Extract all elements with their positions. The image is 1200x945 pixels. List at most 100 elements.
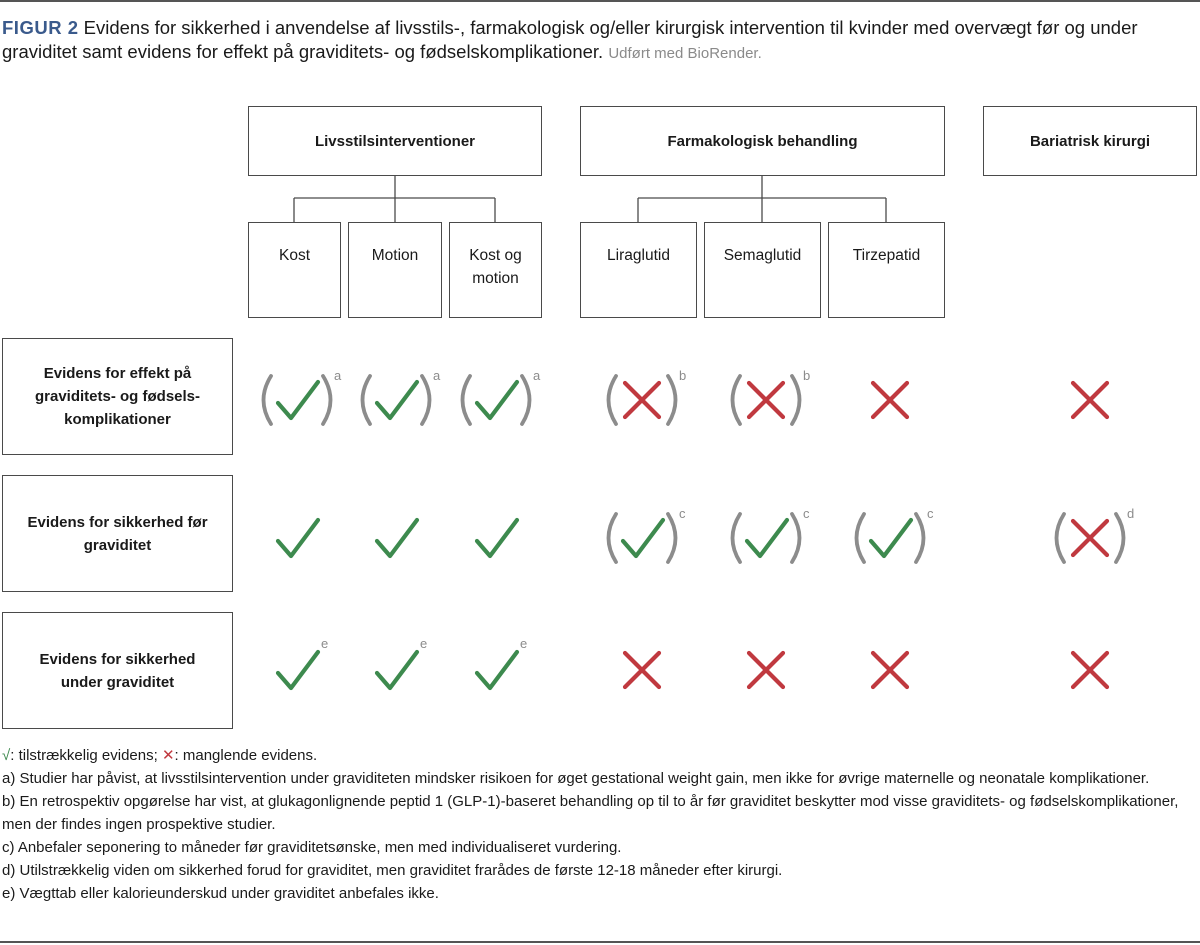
check-icon [474,517,520,559]
connector-lines [293,176,887,222]
row-label-safety-before-text: Evidens for sikkerhed før graviditet [27,513,208,554]
evidence-cell: a [360,368,441,426]
check-icon [474,649,520,691]
evidence-cell [746,650,786,690]
evidence-cell: e [275,636,328,691]
legend-and-footnotes: √: tilstrækkelig evidens; ✕: manglende e… [2,744,1197,905]
caption-credit: Udført med BioRender. [608,45,762,62]
legend-check-icon: √ [2,747,11,764]
paren-left-icon [261,374,273,426]
subcategory-box-semaglutid: Semaglutid [704,222,821,318]
footnote-marker: c [803,506,810,521]
row-label-safety-before: Evidens for sikkerhed før graviditet [2,475,233,592]
row-label-effect: Evidens for effekt på graviditets- og fø… [2,338,233,455]
cross-icon [622,650,662,690]
footnote-e: e) Vægttab eller kalorieunderskud under … [2,885,439,902]
evidence-marks: a a a b b c c c d e e e [261,368,1134,691]
subcategory-box-kost-og-motion: Kost og motion [449,222,542,318]
paren-left-icon [606,374,618,426]
evidence-cell: e [374,636,427,691]
paren-left-icon [730,374,742,426]
footnote-b: b) En retrospektiv opgørelse har vist, a… [2,793,1179,833]
legend-cross-text: : manglende evidens. [174,747,318,764]
paren-right-icon [520,374,532,426]
subcategory-box-liraglutid: Liraglutid [580,222,697,318]
evidence-cell: b [606,368,686,426]
paren-right-icon [790,374,802,426]
evidence-cell [474,517,520,559]
footnote-d: d) Utilstrækkelig viden om sikkerhed for… [2,862,783,879]
legend-check-text: : tilstrækkelig evidens; [10,747,158,764]
footnote-marker: a [334,368,342,383]
cross-icon [622,380,662,420]
paren-left-icon [1054,512,1066,564]
cross-icon [746,380,786,420]
subcategory-box-motion: Motion [348,222,442,318]
top-rule [0,0,1200,2]
evidence-cell [870,650,910,690]
check-icon [474,379,520,421]
paren-right-icon [666,512,678,564]
footnote-marker: a [433,368,441,383]
evidence-cell: c [606,506,686,564]
footnote-marker: e [321,636,328,651]
check-icon [374,517,420,559]
cross-icon [870,380,910,420]
bottom-rule [0,941,1200,943]
paren-left-icon [360,374,372,426]
evidence-cell: a [460,368,541,426]
check-icon [868,517,914,559]
evidence-cell: d [1054,506,1134,564]
evidence-cell [1070,380,1110,420]
footnote-marker: d [1127,506,1134,521]
footnote-marker: e [520,636,527,651]
cross-icon [746,650,786,690]
cross-icon [870,650,910,690]
evidence-cell: e [474,636,527,691]
paren-right-icon [790,512,802,564]
paren-right-icon [420,374,432,426]
evidence-cell: b [730,368,810,426]
paren-left-icon [606,512,618,564]
evidence-cell [1070,650,1110,690]
footnote-marker: c [679,506,686,521]
paren-left-icon [460,374,472,426]
check-icon [374,649,420,691]
paren-right-icon [914,512,926,564]
subcategory-box-tirzepatid: Tirzepatid [828,222,945,318]
caption-text: Evidens for sikkerhed i anvendelse af li… [2,17,1138,62]
check-icon [620,517,666,559]
figure-label: FIGUR 2 [2,17,79,38]
footnote-marker: e [420,636,427,651]
figure-caption: FIGUR 2 Evidens for sikkerhed i anvendel… [2,16,1182,66]
legend-cross-icon: ✕ [161,747,175,764]
check-icon [275,517,321,559]
row-label-safety-during-text: Evidens for sikkerhed under graviditet [39,650,196,691]
footnote-marker: c [927,506,934,521]
evidence-cell: c [854,506,934,564]
evidence-cell [275,517,321,559]
evidence-cell [622,650,662,690]
footnote-c: c) Anbefaler seponering to måneder før g… [2,839,622,856]
legend: √: tilstrækkelig evidens; ✕: manglende e… [2,744,1197,767]
evidence-cell: c [730,506,810,564]
footnote-marker: b [803,368,810,383]
check-icon [744,517,790,559]
paren-left-icon [854,512,866,564]
footnote-a: a) Studier har påvist, at livsstilsinter… [2,770,1150,787]
cross-icon [1070,518,1110,558]
footnote-marker: a [533,368,541,383]
footnote-marker: b [679,368,686,383]
paren-left-icon [730,512,742,564]
category-box-pharma: Farmakologisk behandling [580,106,945,176]
row-label-safety-during: Evidens for sikkerhed under graviditet [2,612,233,729]
check-icon [275,649,321,691]
paren-right-icon [1114,512,1126,564]
cross-icon [1070,650,1110,690]
category-box-surgery: Bariatrisk kirurgi [983,106,1197,176]
evidence-cell: a [261,368,342,426]
paren-right-icon [666,374,678,426]
check-icon [275,379,321,421]
paren-right-icon [321,374,333,426]
